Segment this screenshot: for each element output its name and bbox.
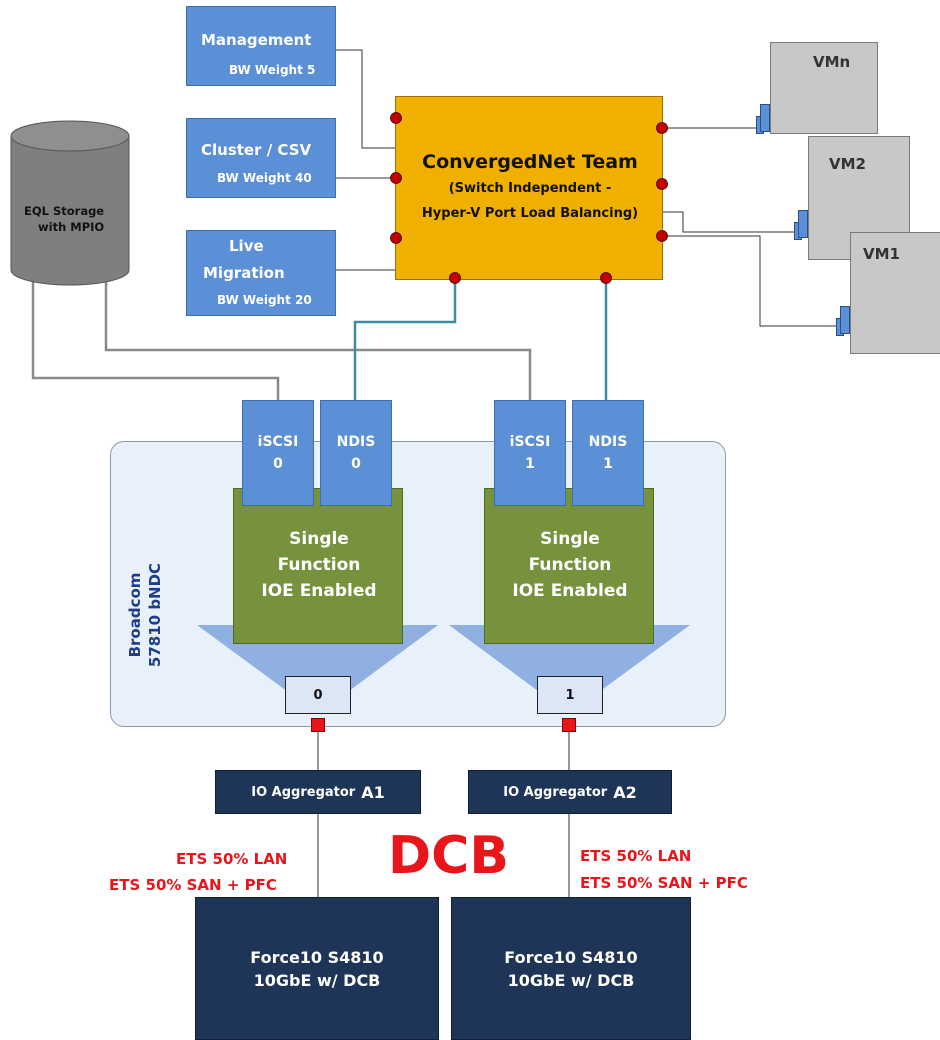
- iscsi0-label: iSCSI: [257, 434, 299, 450]
- vm-n: VMn: [770, 42, 878, 134]
- team-title: ConvergedNet Team: [422, 151, 638, 173]
- team-dot-ndis1: [600, 272, 612, 284]
- cluster-title: Cluster / CSV: [201, 141, 312, 159]
- management-connector: [335, 49, 395, 149]
- io-aggregator-a2: IO Aggregator A2: [468, 770, 672, 814]
- live-migration-title2: Migration: [203, 264, 285, 282]
- eql-storage: EQL Storage with MPIO: [10, 120, 130, 288]
- team-dot-ndis0: [449, 272, 461, 284]
- iscsi-1: iSCSI 1: [494, 400, 566, 506]
- ets-left-line2: ETS 50% SAN + PFC: [109, 876, 277, 894]
- funnel-1: [449, 625, 690, 714]
- switch1-line1: Force10 S4810: [250, 947, 384, 967]
- vm-1-label: VM1: [863, 245, 900, 263]
- team-dot-management: [390, 112, 402, 124]
- vm2-connector: [655, 211, 796, 233]
- iscsi1-num: 1: [525, 456, 535, 472]
- team-dot-vm1: [656, 230, 668, 242]
- ndis1-num: 1: [603, 456, 613, 472]
- function0-line2: Function: [277, 555, 361, 575]
- storage-iscsi1-line: [104, 282, 532, 400]
- port1-label: 1: [565, 687, 575, 703]
- cluster-weight: BW Weight 40: [217, 171, 312, 185]
- physical-port-1: 1: [537, 676, 603, 714]
- live-migration-title1: Live: [229, 237, 264, 255]
- aggregator2-label: IO Aggregator: [503, 784, 608, 800]
- function1-line2: Function: [528, 555, 612, 575]
- switch2-line2: 10GbE w/ DCB: [507, 970, 635, 990]
- dcb-label: DCB: [388, 826, 509, 886]
- switch2-line1: Force10 S4810: [504, 947, 638, 967]
- team-sub1: (Switch Independent -: [448, 181, 612, 196]
- storage-line1: EQL Storage: [24, 204, 105, 218]
- team-dot-live-migration: [390, 232, 402, 244]
- force10-switch-1: Force10 S4810 10GbE w/ DCB: [195, 897, 439, 1040]
- management-weight: BW Weight 5: [229, 63, 316, 77]
- force10-switch-2: Force10 S4810 10GbE w/ DCB: [451, 897, 691, 1040]
- ndis1-label: NDIS: [588, 434, 628, 450]
- live-migration-block: Live Migration BW Weight 20: [186, 230, 336, 316]
- ets-left-line1: ETS 50% LAN: [176, 850, 288, 868]
- live-migration-weight: BW Weight 20: [217, 293, 312, 307]
- vnic-icon: [760, 104, 770, 132]
- storage-iscsi0-line: [31, 282, 280, 400]
- port1-connector: [562, 718, 576, 732]
- vm1-connector: [662, 235, 838, 327]
- vm-n-label: VMn: [813, 53, 851, 71]
- iscsi1-label: iSCSI: [509, 434, 551, 450]
- team-ndis0-line: [353, 280, 457, 400]
- team-sub2: Hyper-V Port Load Balancing): [421, 206, 639, 221]
- port0-connector: [311, 718, 325, 732]
- convergednet-team: ConvergedNet Team (Switch Independent - …: [395, 96, 663, 280]
- function1-line1: Single: [540, 529, 600, 549]
- function-block-1: Single Function IOE Enabled: [484, 488, 654, 644]
- function1-line3: IOE Enabled: [512, 581, 628, 601]
- storage-cylinder-icon: [10, 120, 130, 286]
- physical-port-0: 0: [285, 676, 351, 714]
- function-block-0: Single Function IOE Enabled: [233, 488, 403, 644]
- aggregator2-id: A2: [613, 782, 637, 802]
- storage-line2: with MPIO: [38, 220, 105, 234]
- ets-right-line2: ETS 50% SAN + PFC: [580, 874, 748, 892]
- cluster-csv-block: Cluster / CSV BW Weight 40: [186, 118, 336, 198]
- team-dot-vmn: [656, 122, 668, 134]
- switch1-line2: 10GbE w/ DCB: [253, 970, 381, 990]
- team-dot-vm2: [656, 178, 668, 190]
- io-aggregator-a1: IO Aggregator A1: [215, 770, 421, 814]
- ndis-0: NDIS 0: [320, 400, 392, 506]
- vm-2-label: VM2: [829, 155, 866, 173]
- ets-right-line1: ETS 50% LAN: [580, 847, 692, 865]
- function0-line3: IOE Enabled: [261, 581, 377, 601]
- vnic-icon: [840, 306, 850, 334]
- aggregator1-label: IO Aggregator: [251, 784, 356, 800]
- management-block: Management BW Weight 5: [186, 6, 336, 86]
- ndis0-label: NDIS: [336, 434, 376, 450]
- funnel-0: [197, 625, 438, 714]
- port0-label: 0: [313, 687, 323, 703]
- ndis-1: NDIS 1: [572, 400, 644, 506]
- vm-1: VM1: [850, 232, 940, 354]
- iscsi-0: iSCSI 0: [242, 400, 314, 506]
- aggregator1-id: A1: [361, 782, 385, 802]
- team-dot-cluster: [390, 172, 402, 184]
- vnic-icon: [798, 210, 808, 238]
- iscsi0-num: 0: [273, 456, 283, 472]
- management-title: Management: [201, 31, 312, 49]
- ndis0-num: 0: [351, 456, 361, 472]
- function0-line1: Single: [289, 529, 349, 549]
